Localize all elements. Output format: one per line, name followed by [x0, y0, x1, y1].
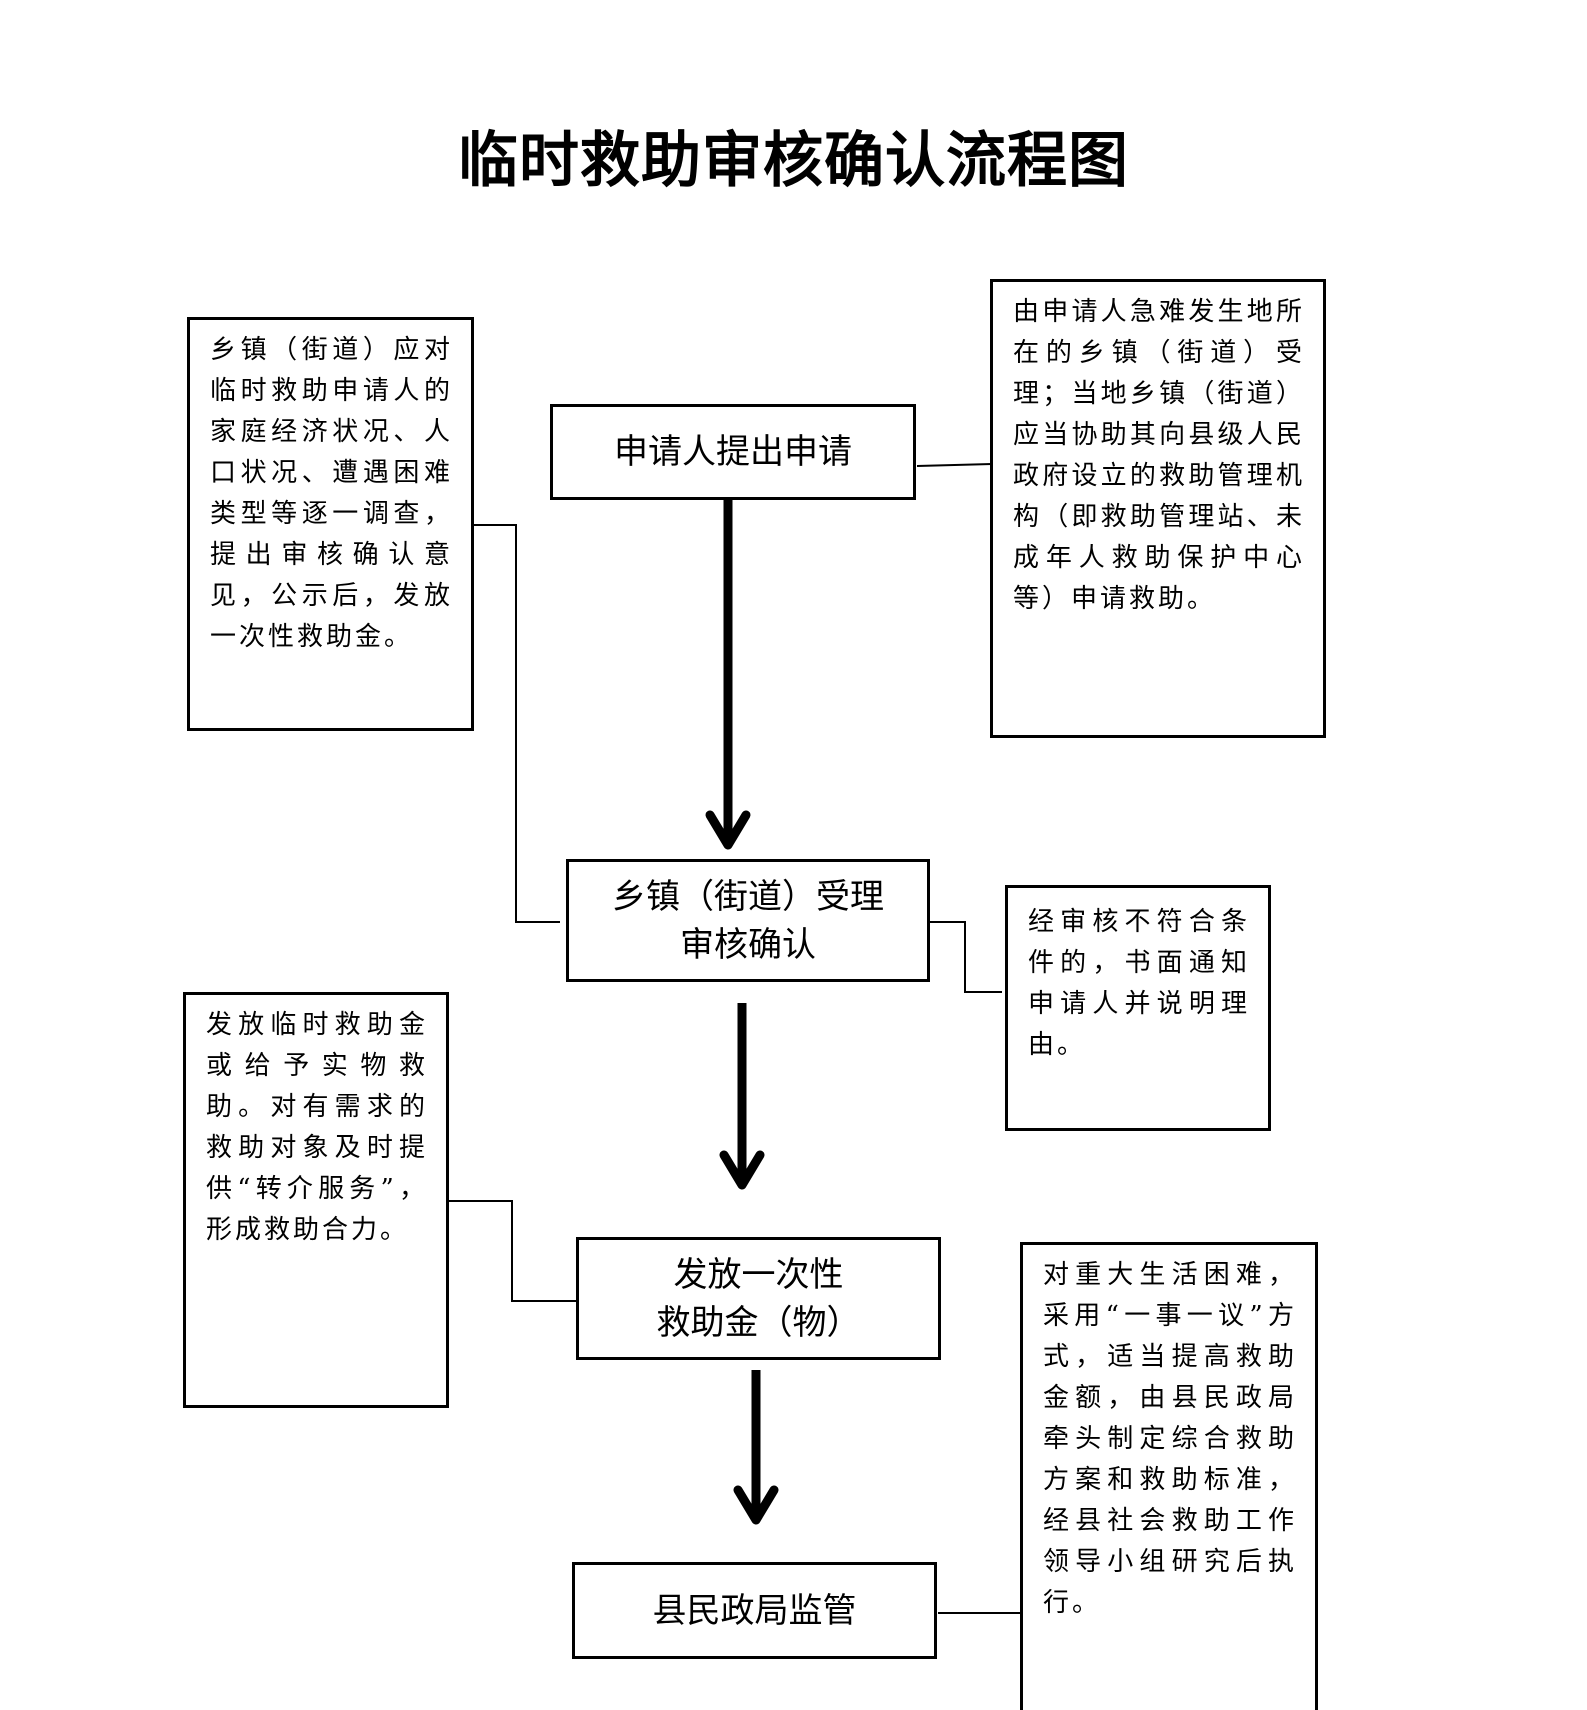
connector-township-review-note [473, 524, 560, 923]
note-apply-channel: 由申请人急难发生地所在的乡镇（街道）受理；当地乡镇（街道）应当协助其向县级人民政… [990, 279, 1326, 738]
note-rejection: 经审核不符合条件的，书面通知申请人并说明理由。 [1005, 885, 1271, 1131]
note-payment: 发放临时救助金或给予实物救助。对有需求的救助对象及时提供“转介服务”，形成救助合… [183, 992, 449, 1408]
connector-rejection-note [928, 921, 1002, 993]
step-supervision: 县民政局监管 [572, 1562, 937, 1659]
note-major-difficulty-text: 对重大生活困难，采用“一事一议”方式，适当提高救助金额，由县民政局牵头制定综合救… [1043, 1260, 1297, 1618]
arrow-apply-to-review [705, 500, 751, 850]
step-apply-label: 申请人提出申请 [614, 432, 852, 472]
page-title: 临时救助审核确认流程图 [458, 126, 1129, 196]
step-township-review-line1: 乡镇（街道）受理 [612, 876, 884, 917]
note-township-review: 乡镇（街道）应对临时救助申请人的家庭经济状况、人口状况、遭遇困难类型等逐一调查，… [187, 317, 474, 731]
arrow-payment-to-supervision [733, 1370, 779, 1525]
step-payment-line2: 救助金（物） [656, 1302, 861, 1343]
note-rejection-text: 经审核不符合条件的，书面通知申请人并说明理由。 [1028, 907, 1250, 1060]
step-apply: 申请人提出申请 [550, 404, 916, 500]
note-township-review-text: 乡镇（街道）应对临时救助申请人的家庭经济状况、人口状况、遭遇困难类型等逐一调查，… [210, 335, 453, 652]
arrow-review-to-payment [719, 1003, 765, 1190]
step-township-review: 乡镇（街道）受理 审核确认 [566, 859, 930, 982]
step-supervision-label: 县民政局监管 [652, 1590, 857, 1631]
connector-payment-note [448, 1200, 576, 1302]
connector-apply-channel-note [916, 463, 993, 467]
note-payment-text: 发放临时救助金或给予实物救助。对有需求的救助对象及时提供“转介服务”，形成救助合… [206, 1010, 428, 1245]
step-payment: 发放一次性 救助金（物） [576, 1237, 941, 1360]
note-major-difficulty: 对重大生活困难，采用“一事一议”方式，适当提高救助金额，由县民政局牵头制定综合救… [1020, 1242, 1318, 1710]
step-payment-line1: 发放一次性 [673, 1254, 844, 1295]
step-township-review-line2: 审核确认 [680, 924, 816, 965]
note-apply-channel-text: 由申请人急难发生地所在的乡镇（街道）受理；当地乡镇（街道）应当协助其向县级人民政… [1013, 297, 1305, 614]
